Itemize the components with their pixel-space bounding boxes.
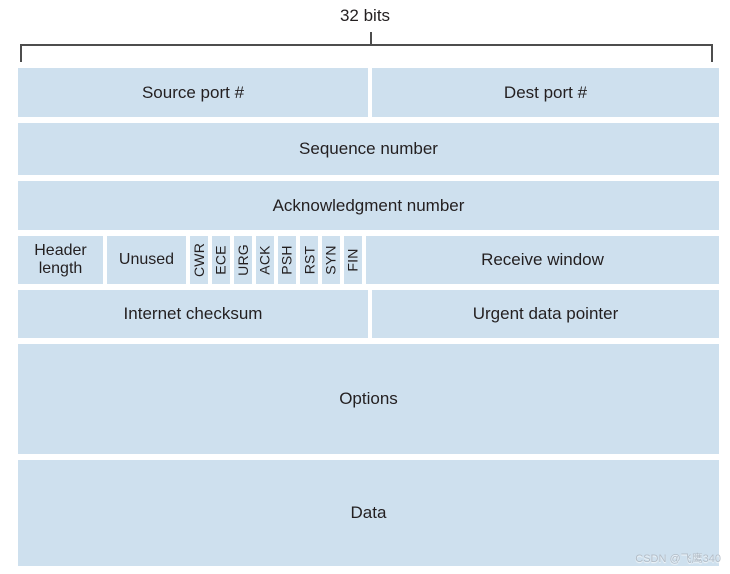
flag-ece: ECE xyxy=(212,236,230,284)
flag-ack: ACK xyxy=(256,236,274,284)
flag-fin: FIN xyxy=(344,236,362,284)
ruler-center-tick xyxy=(370,32,372,44)
flag-syn-label: SYN xyxy=(323,245,340,275)
row-ports: Source port # Dest port # xyxy=(18,68,719,117)
flag-cwr: CWR xyxy=(190,236,208,284)
field-options: Options xyxy=(18,344,719,454)
field-dest-port: Dest port # xyxy=(372,68,719,117)
flag-urg-label: URG xyxy=(235,244,251,276)
watermark: CSDN @飞鹰340 xyxy=(635,553,721,565)
field-data: Data xyxy=(18,460,719,566)
field-urgent-data-pointer: Urgent data pointer xyxy=(372,290,719,338)
tcp-segment-diagram: Source port # Dest port # Sequence numbe… xyxy=(18,68,719,566)
row-options: Options xyxy=(18,344,719,454)
flag-cwr-label: CWR xyxy=(191,242,208,278)
flag-rst-label: RST xyxy=(301,245,318,275)
flag-psh-label: PSH xyxy=(279,245,296,275)
field-acknowledgment-number: Acknowledgment number xyxy=(18,181,719,230)
row-flags: Header length Unused CWR ECE URG ACK PSH… xyxy=(18,236,719,284)
width-label-32-bits: 32 bits xyxy=(339,6,391,25)
ruler-bracket xyxy=(20,44,713,62)
field-source-port: Source port # xyxy=(18,68,368,117)
row-acknowledgment-number: Acknowledgment number xyxy=(18,181,719,230)
flag-ece-label: ECE xyxy=(213,245,230,275)
flag-rst: RST xyxy=(300,236,318,284)
field-receive-window: Receive window xyxy=(366,236,719,284)
flag-psh: PSH xyxy=(278,236,296,284)
row-checksum: Internet checksum Urgent data pointer xyxy=(18,290,719,338)
flag-fin-label: FIN xyxy=(345,248,361,272)
field-unused: Unused xyxy=(107,236,186,284)
flag-syn: SYN xyxy=(322,236,340,284)
flag-ack-label: ACK xyxy=(257,245,274,275)
field-sequence-number: Sequence number xyxy=(18,123,719,175)
row-sequence-number: Sequence number xyxy=(18,123,719,175)
row-data: Data xyxy=(18,460,719,566)
field-internet-checksum: Internet checksum xyxy=(18,290,368,338)
flag-urg: URG xyxy=(234,236,252,284)
field-header-length: Header length xyxy=(18,236,103,284)
